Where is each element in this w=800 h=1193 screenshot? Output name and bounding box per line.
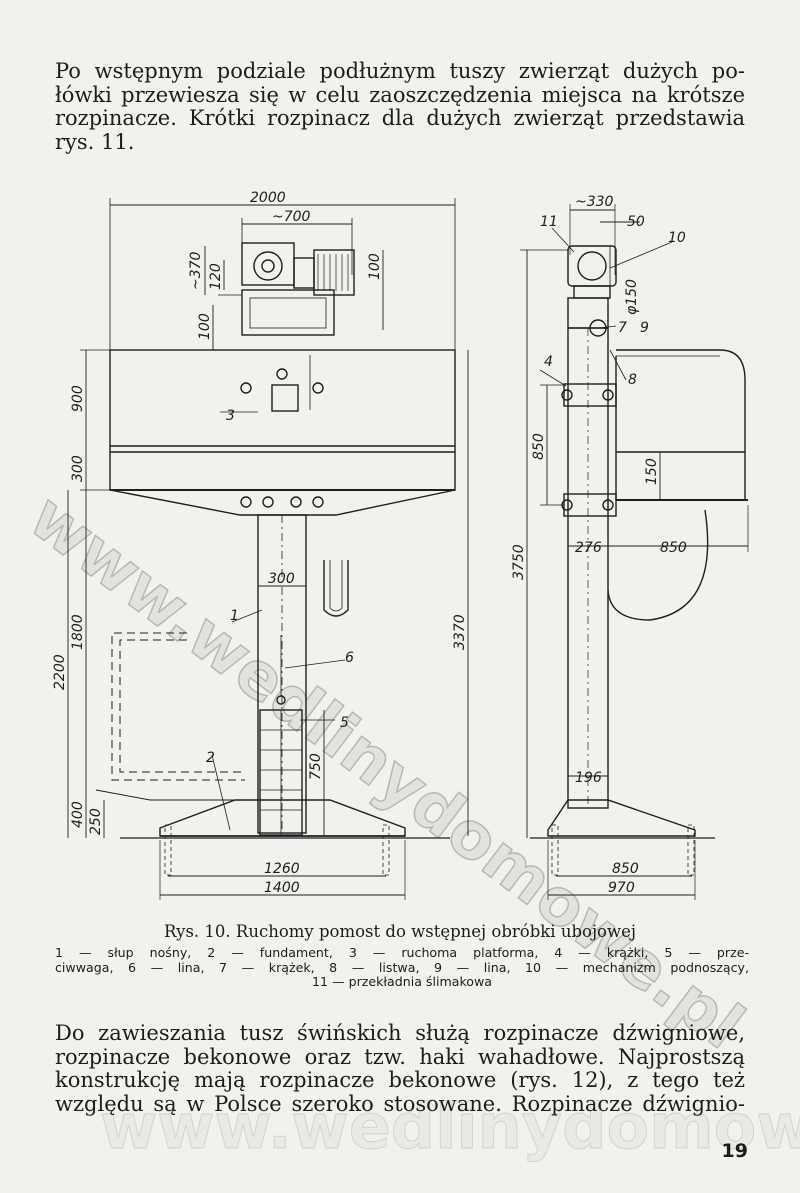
paragraph-line: Po wstępnym podziale podłużnym tuszy zwi…: [55, 59, 745, 83]
dim-196: 196: [575, 770, 602, 786]
legend-line: 11 — przekładnia ślimakowa: [311, 974, 493, 989]
paragraph-line: rozpinacze bekonowe oraz tzw. haki wahad…: [55, 1044, 745, 1069]
legend-line: 1 — słup nośny, 2 — fundament, 3 — rucho…: [55, 945, 749, 960]
label-4: 4: [544, 354, 553, 370]
dim-370: ~370: [188, 251, 204, 290]
dim-100-left: 100: [197, 313, 213, 340]
dim-2200: 2200: [52, 654, 68, 690]
dim-970: 970: [608, 880, 635, 896]
technical-drawing: 2000 ~700 ~370 120 100 100 900 300 1800 …: [52, 190, 749, 900]
label-7: 7: [618, 320, 627, 336]
dim-900: 900: [70, 385, 86, 412]
dim-120: 120: [208, 263, 224, 290]
dim-850-base: 850: [612, 861, 639, 877]
dim-250: 250: [88, 808, 104, 835]
paragraph-line: łówki przewiesza się w celu zaoszczędzen…: [55, 82, 745, 107]
figure-caption-legend: 1 — słup nośny, 2 — fundament, 3 — rucho…: [55, 945, 749, 990]
dim-1400: 1400: [264, 880, 300, 896]
label-10: 10: [668, 230, 686, 246]
page-number: 19: [721, 1140, 748, 1162]
dim-850-vert: 850: [531, 433, 547, 460]
label-3: 3: [226, 408, 235, 424]
paragraph-bottom: Do zawieszania tusz świńskich służą rozp…: [55, 1021, 745, 1116]
label-6: 6: [345, 650, 354, 666]
paragraph-top: Po wstępnym podziale podłużnym tuszy zwi…: [55, 59, 745, 154]
dim-300-left: 300: [70, 455, 86, 482]
dim-850-plat: 850: [660, 540, 687, 556]
dim-750: 750: [308, 753, 324, 780]
paragraph-line: konstrukcję mają rozpinacze bekonowe (ry…: [55, 1068, 745, 1092]
paragraph-line: rys. 11.: [55, 129, 135, 154]
paragraph-line: względu są w Polsce szeroko stosowane. R…: [55, 1091, 745, 1116]
dim-1800: 1800: [70, 614, 86, 650]
dim-1260: 1260: [264, 861, 300, 877]
label-2: 2: [206, 750, 215, 766]
dim-50: 50: [627, 214, 645, 230]
legend-line: ciwwaga, 6 — lina, 7 — krążek, 8 — listw…: [55, 959, 749, 975]
dim-100-right: 100: [367, 253, 383, 280]
dim-3370: 3370: [452, 614, 468, 650]
dim-700: ~700: [272, 209, 311, 225]
dim-300-inner: 300: [268, 571, 295, 587]
dim-150-dia: φ150: [624, 279, 640, 315]
figure-caption-title: Rys. 10. Ruchomy pomost do wstępnej obró…: [164, 922, 636, 941]
paragraph-line: Do zawieszania tusz świńskich służą rozp…: [55, 1021, 745, 1045]
paragraph-line: rozpinacze. Krótki rozpinacz dla dużych …: [55, 106, 745, 130]
label-11: 11: [540, 214, 558, 230]
label-5: 5: [340, 715, 349, 731]
dim-150: 150: [644, 458, 660, 485]
dim-276: 276: [575, 540, 602, 556]
dim-400: 400: [70, 801, 86, 828]
dim-330: ~330: [575, 194, 614, 210]
dim-3750: 3750: [511, 544, 527, 580]
label-8: 8: [628, 372, 637, 388]
dim-2000: 2000: [250, 190, 286, 206]
label-9: 9: [640, 320, 649, 336]
label-1: 1: [230, 608, 239, 624]
watermark-bottom: www.wedlinydomowe.pl: [100, 1090, 800, 1164]
